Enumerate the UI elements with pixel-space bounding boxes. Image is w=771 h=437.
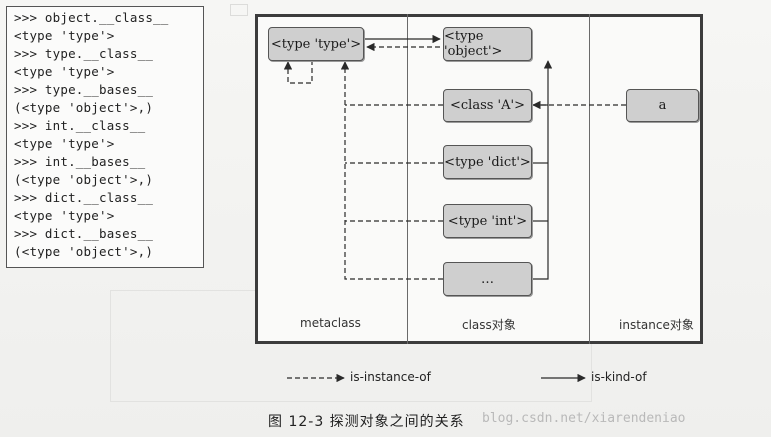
node-class-a: <class 'A'>	[443, 89, 532, 122]
code-line: <type 'type'>	[14, 208, 115, 223]
code-line: >>> int.__bases__	[14, 154, 146, 169]
ghost-mark	[230, 4, 248, 16]
legend-kind-of: is-kind-of	[591, 370, 647, 384]
node-type-dict: <type 'dict'>	[443, 145, 532, 179]
node-type-object: <type 'object'>	[443, 27, 532, 61]
node-ellipsis: …	[443, 262, 532, 296]
code-panel: >>> object.__class__ <type 'type'> >>> t…	[6, 6, 204, 268]
instance-of-trunk-arrow	[340, 61, 443, 280]
code-line: >>> type.__class__	[14, 46, 154, 61]
code-line: >>> dict.__class__	[14, 190, 154, 205]
watermark: blog.csdn.net/xiarendeniao	[482, 411, 686, 426]
node-type-int: <type 'int'>	[443, 204, 532, 238]
code-line: (<type 'object'>,)	[14, 172, 154, 187]
legend-instance-of: is-instance-of	[350, 370, 431, 384]
column-label-class: class对象	[462, 318, 516, 332]
instance-of-self-loop	[283, 60, 313, 84]
column-label-metaclass: metaclass	[300, 316, 361, 330]
code-line: >>> dict.__bases__	[14, 226, 154, 241]
kind-of-trunk-arrow	[532, 60, 553, 280]
code-line: >>> object.__class__	[14, 10, 169, 25]
figure-caption: 图 12-3 探测对象之间的关系	[268, 414, 465, 430]
code-line: <type 'type'>	[14, 136, 115, 151]
code-line: <type 'type'>	[14, 64, 115, 79]
column-divider	[589, 14, 590, 344]
code-line: >>> type.__bases__	[14, 82, 154, 97]
code-line: (<type 'object'>,)	[14, 100, 154, 115]
code-line: >>> int.__class__	[14, 118, 146, 133]
column-label-instance: instance对象	[619, 318, 694, 332]
node-type-type: <type 'type'>	[268, 27, 364, 61]
column-divider	[407, 14, 408, 344]
node-instance-a: a	[626, 89, 699, 122]
code-line: <type 'type'>	[14, 28, 115, 43]
code-line: (<type 'object'>,)	[14, 244, 154, 259]
